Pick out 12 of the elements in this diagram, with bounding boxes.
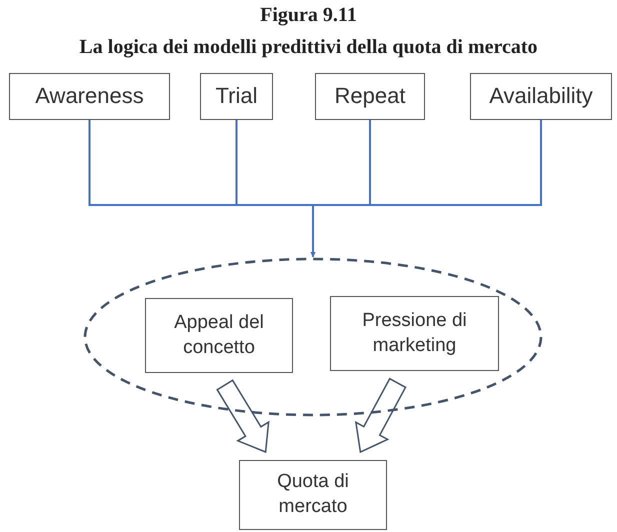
text-box: Awareness	[9, 73, 170, 120]
block-arrow	[354, 378, 407, 454]
text-box: Quota di mercato	[239, 460, 387, 530]
block-arrow	[216, 379, 270, 454]
connector-arrow	[310, 120, 542, 257]
figure-caption: La logica dei modelli predittivi della quota di mercato	[78, 36, 539, 59]
figure-title: Figura 9.11	[259, 4, 358, 27]
text-box: Trial	[200, 73, 273, 120]
text-box: Availability	[470, 73, 612, 120]
text-box: Appeal del concetto	[145, 298, 293, 373]
text-box: Pressione di marketing	[330, 296, 499, 371]
text-box: Repeat	[315, 73, 425, 120]
